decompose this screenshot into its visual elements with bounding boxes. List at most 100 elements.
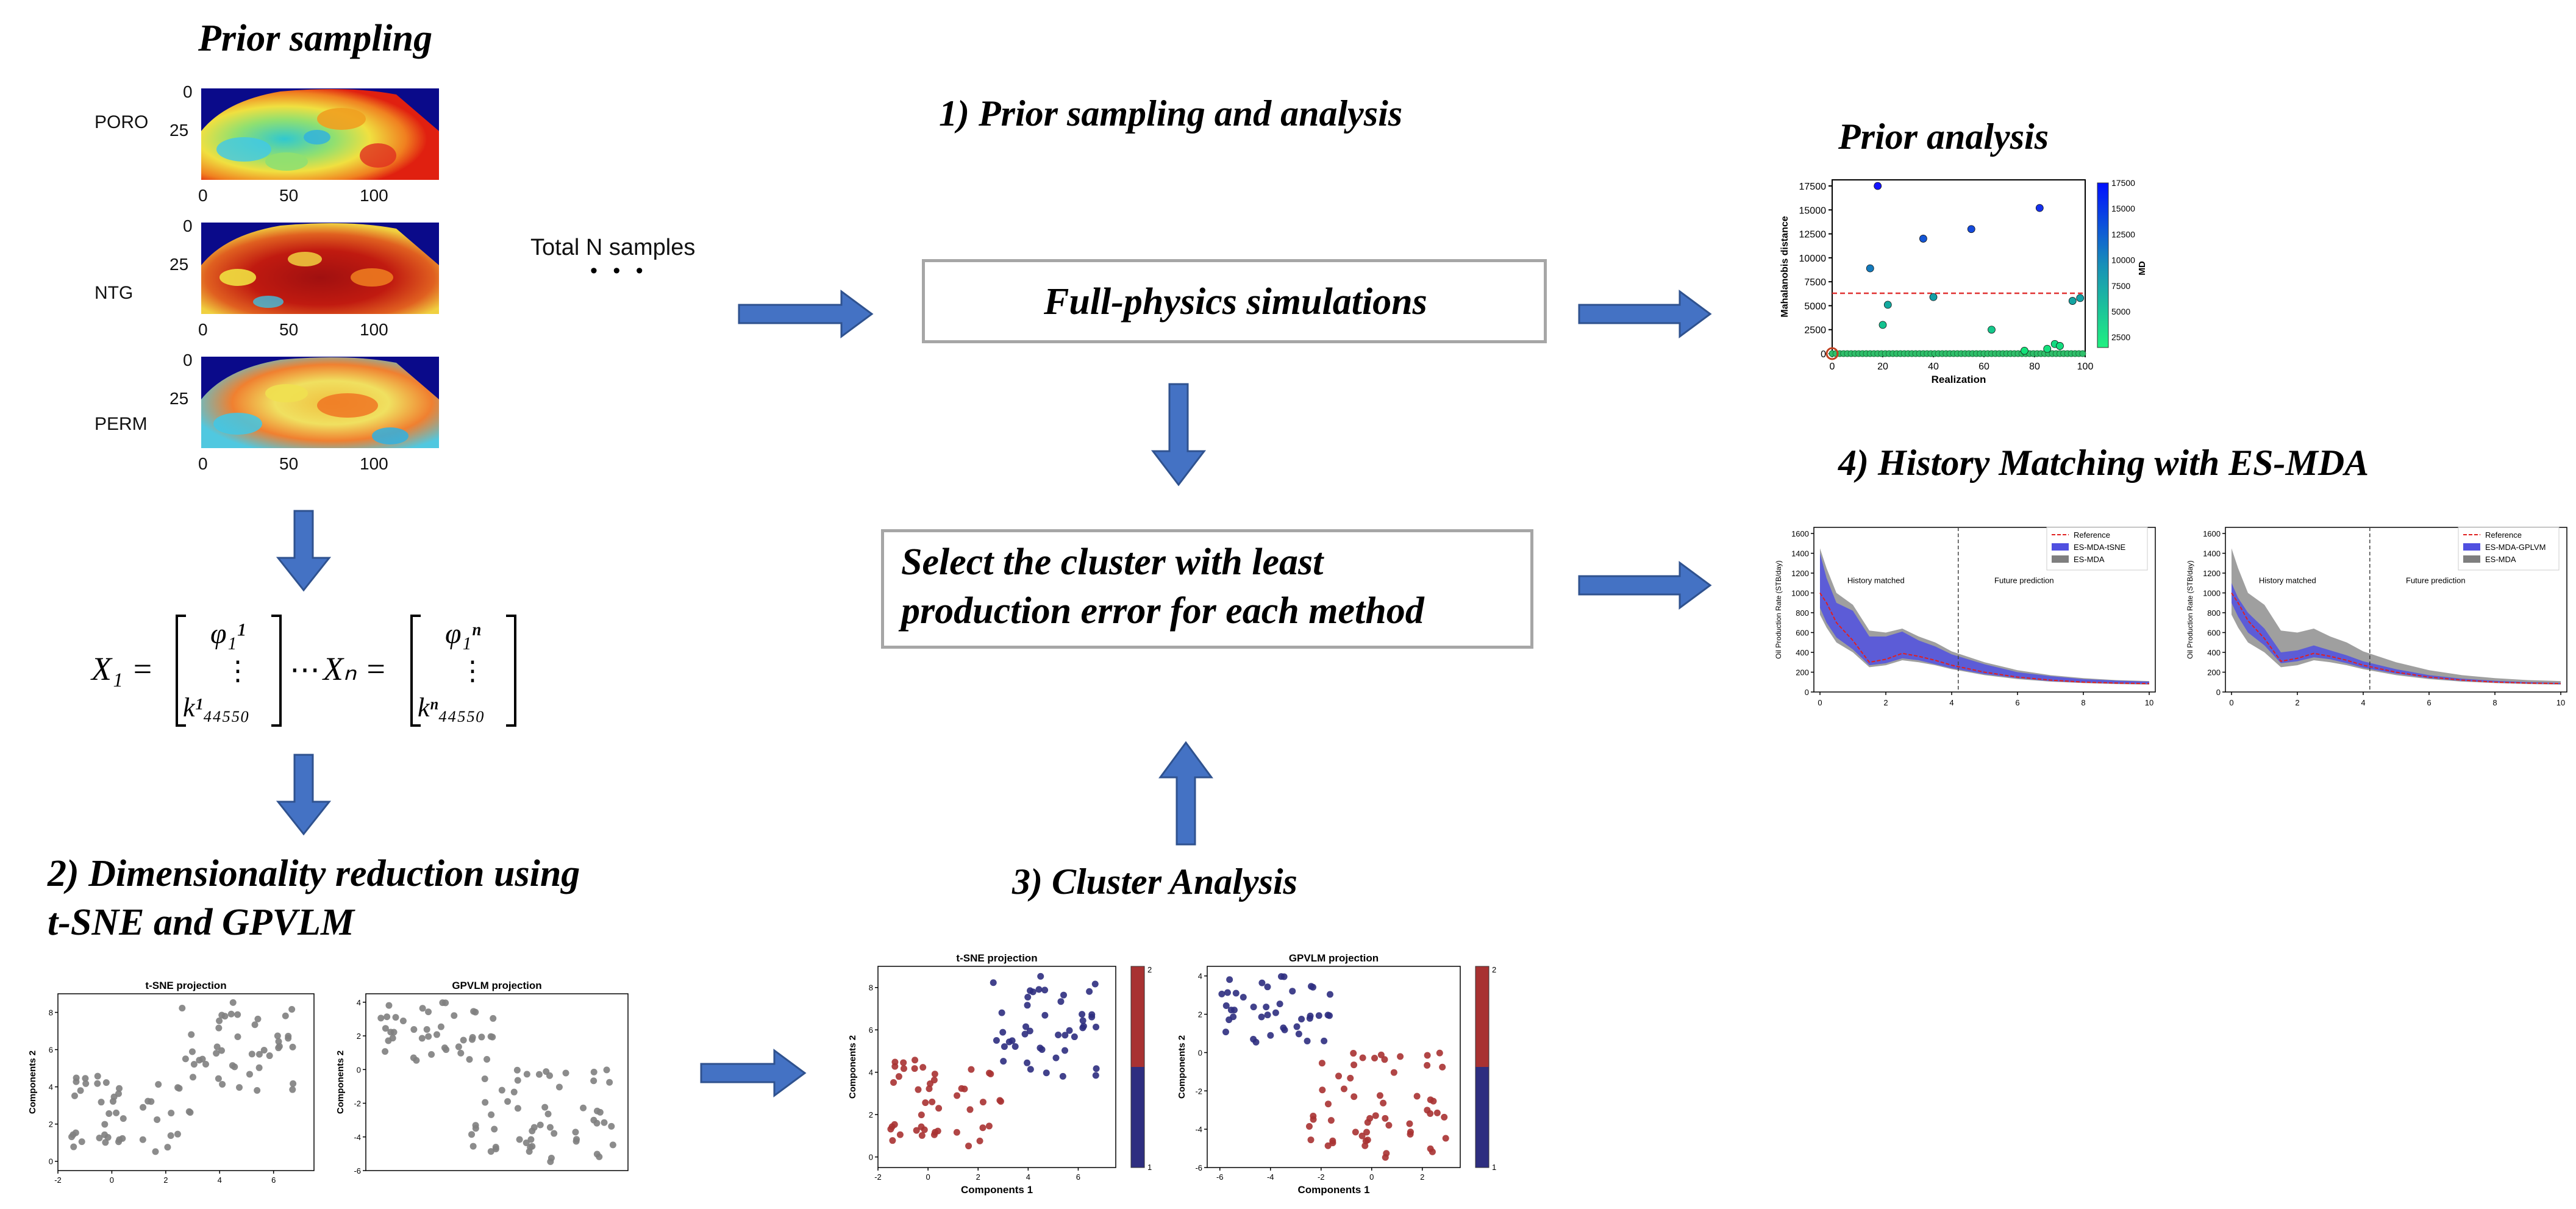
step3-title: 3) Cluster Analysis (1012, 861, 1297, 902)
data-point (1429, 1148, 1436, 1155)
colorbar-label: MD (2137, 261, 2147, 275)
data-point (120, 1115, 127, 1122)
data-point (601, 1119, 608, 1126)
data-point (541, 1104, 549, 1111)
plot-frame (57, 993, 315, 1171)
x-tick-label: 2 (1883, 698, 1888, 707)
x-tick-label: 0 (1369, 1172, 1374, 1182)
data-point (470, 1008, 477, 1015)
data-point (510, 1088, 518, 1096)
legend-swatch-method (2463, 543, 2480, 551)
data-point (1026, 1027, 1033, 1035)
data-point (289, 1043, 296, 1050)
data-point (425, 1033, 432, 1040)
data-point (985, 1122, 993, 1130)
poro-ytick-25: 25 (169, 121, 188, 140)
data-point (1366, 1114, 1374, 1122)
data-point (457, 1049, 465, 1057)
y-tick-label: 600 (1796, 629, 1809, 638)
x-tick-label: 40 (1928, 362, 1939, 372)
data-point (523, 1139, 530, 1146)
y-tick-label: 0 (1805, 688, 1809, 697)
data-point (428, 1050, 435, 1058)
x-tick-label: 0 (110, 1175, 114, 1185)
vector-equations: X₁ = φ₁¹ ⋮ k¹₄₄₅₅₀ ⋯ Xₙ = φ₁ⁿ ⋮ kⁿ₄₄₅₅₀ (90, 615, 516, 727)
data-point (179, 1005, 186, 1012)
data-point (546, 1124, 554, 1131)
data-point (900, 1065, 907, 1072)
arrow-right-history-matching (1578, 561, 1712, 610)
x-tick-label: 2 (976, 1172, 980, 1182)
data-point (593, 1119, 601, 1127)
data-point (433, 1031, 440, 1038)
data-point (609, 1141, 616, 1149)
annotation-future: Future prediction (2406, 576, 2466, 585)
data-point (73, 1078, 80, 1085)
data-point (472, 1122, 479, 1129)
reference-point (1825, 347, 1839, 360)
legend-swatch-esmda (2052, 555, 2069, 563)
cdots: ⋯ (290, 652, 320, 687)
x-tick-label: 4 (2361, 698, 2365, 707)
x-tick-label: 8 (2081, 698, 2085, 707)
x-tick-label: 0 (2229, 698, 2233, 707)
data-point (526, 1148, 533, 1155)
data-point (442, 999, 449, 1007)
ntg-ytick-25: 25 (169, 255, 188, 274)
y-axis-label: Components 2 (847, 1035, 858, 1099)
data-point (573, 1138, 580, 1145)
data-point (1080, 1022, 1087, 1030)
data-point (2043, 344, 2052, 353)
data-point (931, 1071, 938, 1078)
y-tick-label: 200 (1796, 668, 1809, 677)
data-point (1310, 1113, 1317, 1120)
data-point (468, 1036, 476, 1043)
data-point (551, 1130, 558, 1137)
data-point (2068, 297, 2077, 305)
y-tick-label: 1000 (2203, 589, 2221, 598)
data-point (922, 1099, 929, 1107)
data-point (1280, 973, 1288, 980)
data-point (1000, 1058, 1007, 1065)
data-point (504, 1098, 512, 1105)
data-point (382, 1025, 389, 1032)
data-point (1442, 1135, 1449, 1142)
data-point (1878, 321, 1887, 329)
chart-title: GPVLM projection (1289, 952, 1379, 964)
perm-label: PERM (95, 414, 148, 434)
ntg-xtick-0: 0 (198, 320, 208, 339)
data-point (1035, 986, 1043, 993)
data-point (1055, 1032, 1062, 1039)
y-tick-label: 400 (1796, 648, 1809, 657)
data-point (491, 1125, 498, 1133)
y-tick-label: 800 (1796, 608, 1809, 618)
data-point (174, 1130, 181, 1138)
data-point (1413, 1093, 1421, 1100)
data-point (202, 1061, 209, 1068)
data-point (1264, 983, 1271, 991)
colorbar-tick-label: 17500 (2111, 178, 2135, 188)
es-mda-method-band (1820, 553, 2149, 684)
data-point (1327, 1117, 1335, 1124)
data-point (105, 1110, 113, 1117)
data-point (1298, 1016, 1305, 1023)
data-point (282, 1012, 289, 1019)
data-point (229, 999, 237, 1006)
data-point (248, 1050, 255, 1058)
data-point (481, 1075, 488, 1083)
data-point (1272, 1009, 1279, 1016)
legend-reference: Reference (2074, 530, 2110, 540)
data-point (926, 1085, 933, 1093)
x-axis-label: Realization (1932, 374, 1986, 385)
data-point (1359, 1054, 1366, 1061)
y-axis-label: Oil Production Rate (STB/day) (2186, 560, 2194, 658)
data-point (77, 1087, 84, 1094)
legend-reference: Reference (2485, 530, 2522, 540)
data-point (289, 1086, 296, 1093)
data-point (469, 1143, 477, 1150)
y-tick-label: 200 (2207, 668, 2221, 677)
colorbar-tick-label: 10000 (2111, 255, 2135, 265)
